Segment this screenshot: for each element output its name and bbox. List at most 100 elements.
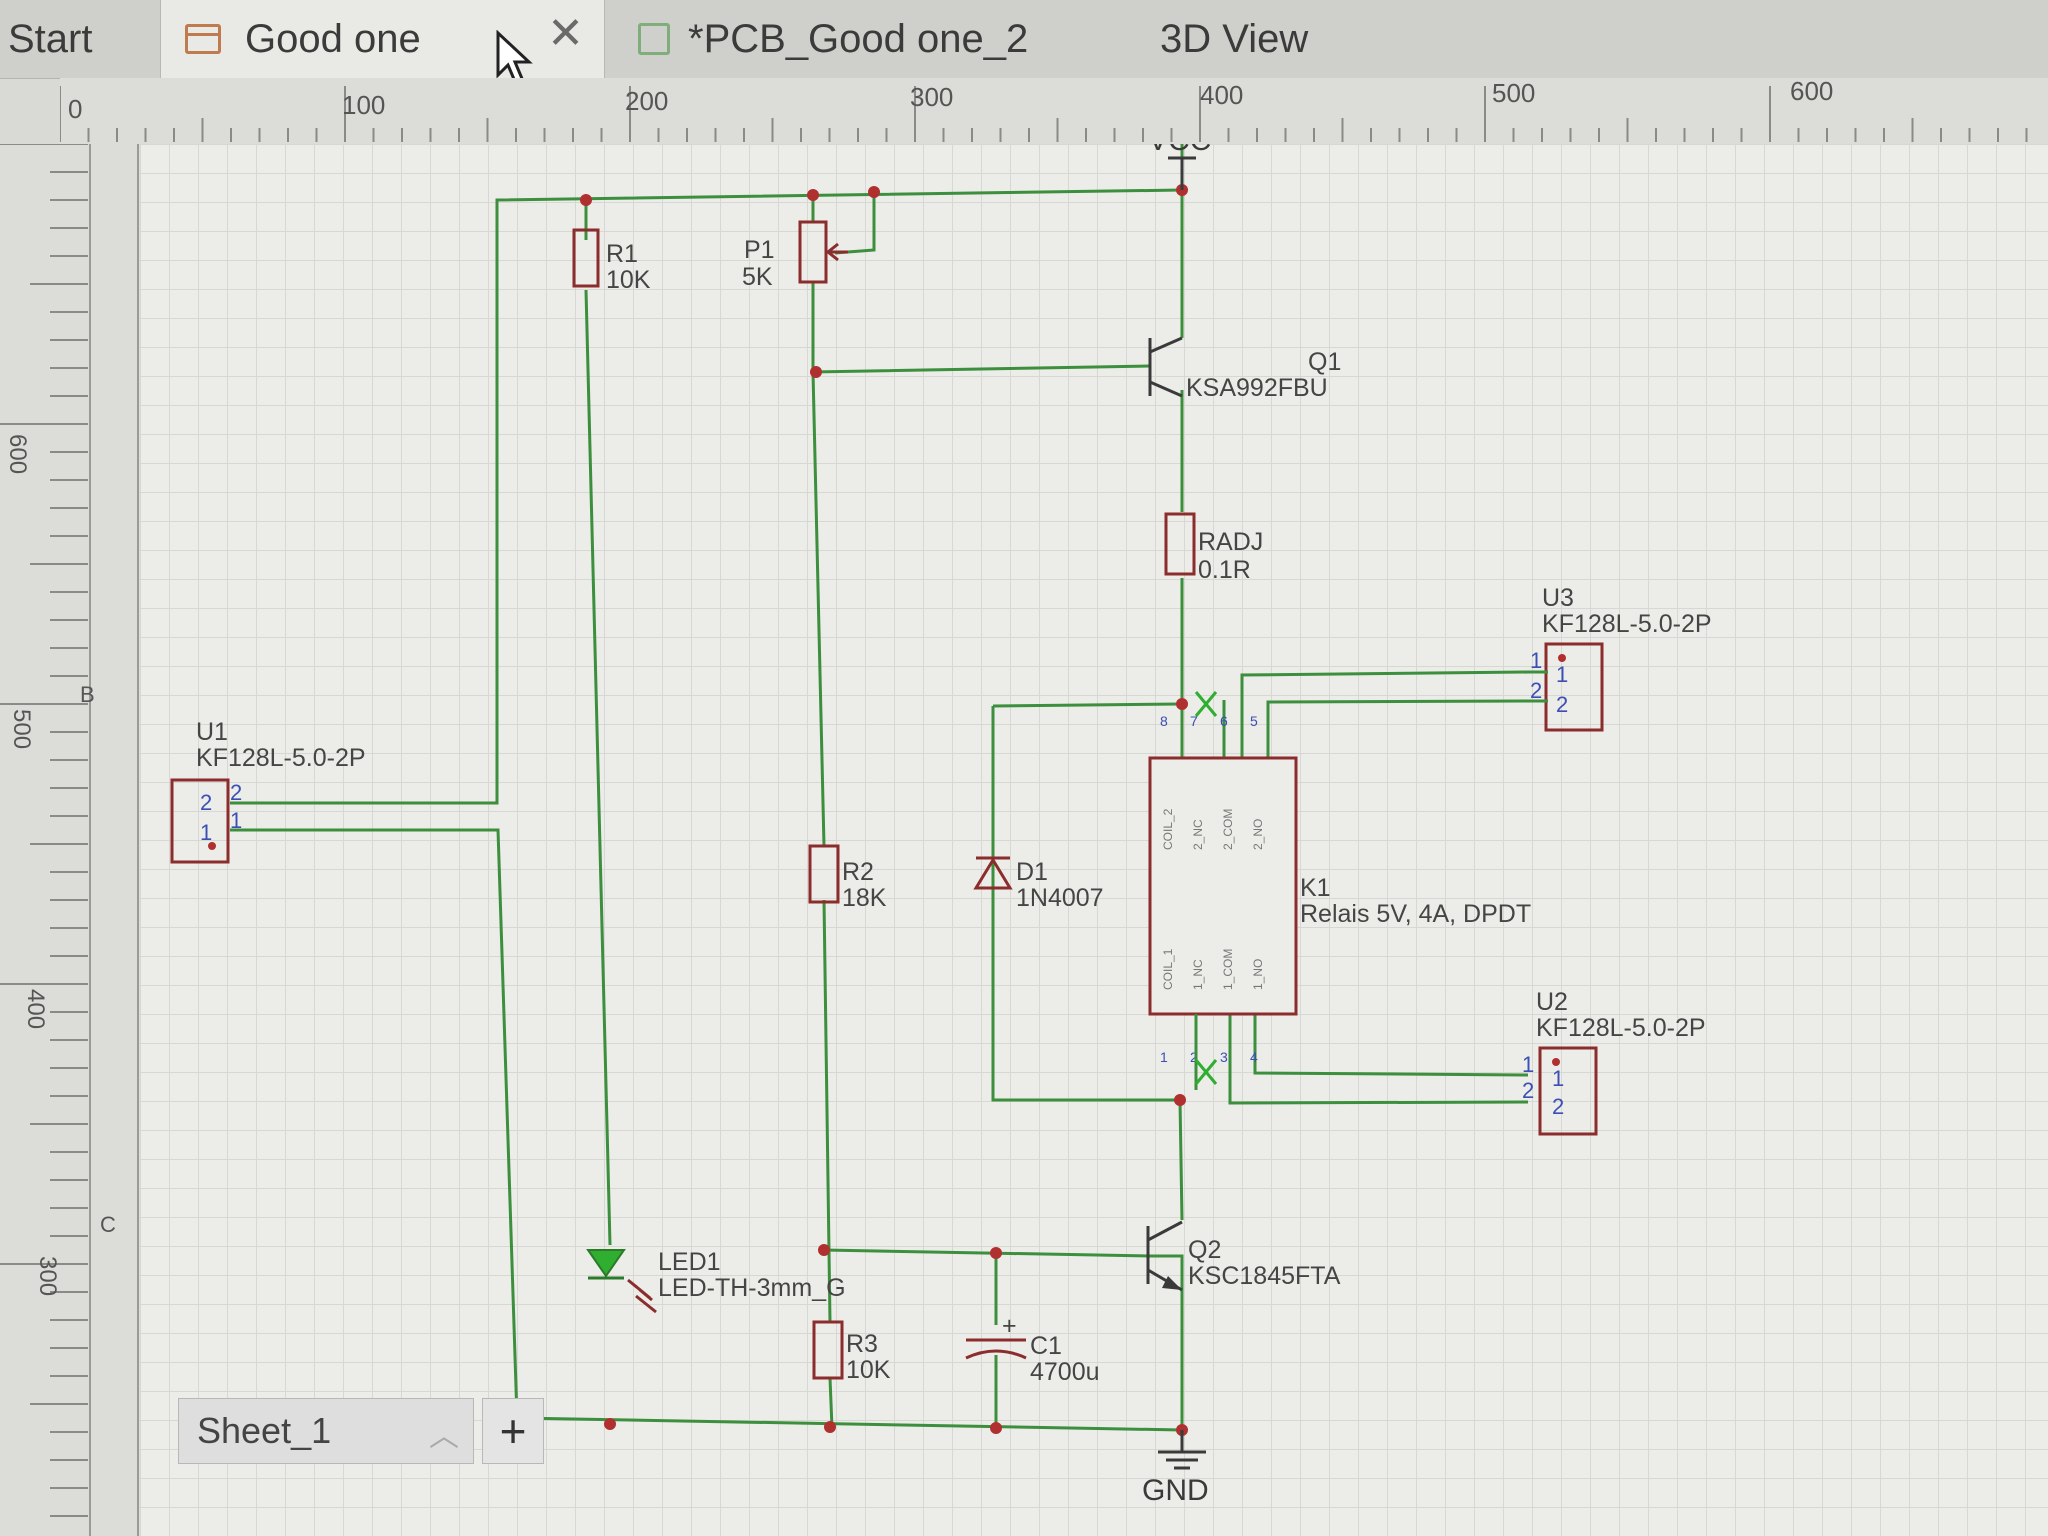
u3-pin-1-inner: 1 xyxy=(1556,662,1568,687)
relay-pin-bottom-1: 1_NC xyxy=(1191,959,1205,990)
ruler-left-label: 500 xyxy=(8,709,35,749)
u3-pin-2: 2 xyxy=(1530,678,1542,703)
u2-pin-1: 1 xyxy=(1522,1052,1534,1077)
ruler-top-labels: 0 100 200 300 400 500 600 xyxy=(68,78,1833,124)
zone-label: B xyxy=(80,682,95,707)
gnd-label: GND xyxy=(1142,1474,1209,1507)
tab-schematic[interactable]: Good one ✕ xyxy=(160,0,605,78)
connector-u1[interactable]: 2 1 2 1 U1 KF128L-5.0-2P xyxy=(170,718,366,864)
u2-pin-2-inner: 2 xyxy=(1552,1094,1564,1119)
relay-pin-bottom-2: 1_COM xyxy=(1221,949,1235,990)
relay-k1[interactable]: COIL_2 2_NC 2_COM 2_NO COIL_1 1_NC 1_COM… xyxy=(1148,691,1531,1090)
u2-pin-2: 2 xyxy=(1522,1078,1534,1103)
relay-pin-num: 5 xyxy=(1250,713,1258,729)
resistor-r1[interactable]: R1 10K xyxy=(572,228,651,294)
relay-pin-bottom-0: COIL_1 xyxy=(1161,948,1175,990)
d1-ref: D1 xyxy=(1016,858,1048,886)
u2-ref: U2 xyxy=(1536,988,1568,1016)
connector-u3[interactable]: 1 2 1 2 U3 KF128L-5.0-2P xyxy=(1530,584,1712,732)
connector-u2[interactable]: 1 2 1 2 U2 KF128L-5.0-2P xyxy=(1522,988,1706,1136)
r1-value: 10K xyxy=(606,266,651,294)
close-icon[interactable]: ✕ xyxy=(547,9,584,58)
schematic-icon xyxy=(185,24,221,54)
d1-value: 1N4007 xyxy=(1016,884,1104,912)
k1-value: Relais 5V, 4A, DPDT xyxy=(1300,900,1531,928)
ruler-top-label: 100 xyxy=(342,90,385,120)
add-sheet-button[interactable]: + xyxy=(482,1398,544,1464)
resistor-radj[interactable]: RADJ 0.1R xyxy=(1164,512,1263,584)
tab-pcb-label: *PCB_Good one_2 xyxy=(688,16,1029,61)
r3-ref: R3 xyxy=(846,1330,878,1358)
schematic-canvas[interactable]: VCC R1 10K P1 5K Q1 KSA992FBU RADJ 0.1R … xyxy=(140,144,2048,1536)
chevron-up-icon[interactable]: ︿ xyxy=(429,1420,459,1453)
potentiometer-p1[interactable]: P1 5K xyxy=(742,220,848,291)
ruler-left-label: 400 xyxy=(22,989,49,1029)
q2-ref: Q2 xyxy=(1188,1236,1221,1264)
tab-start-label: Start xyxy=(8,16,93,61)
sheet-tab-label: Sheet_1 xyxy=(197,1410,332,1451)
u1-pin-1: 1 xyxy=(230,808,242,833)
gnd-power-symbol[interactable]: GND xyxy=(1142,1430,1209,1507)
q1-value: KSA992FBU xyxy=(1186,374,1328,402)
u3-pin-2-inner: 2 xyxy=(1556,692,1568,717)
relay-pin-num: 7 xyxy=(1190,713,1198,729)
transistor-q1[interactable]: Q1 KSA992FBU xyxy=(1148,336,1341,402)
resistor-r2[interactable]: R2 18K xyxy=(808,844,887,912)
vcc-power-symbol[interactable]: VCC xyxy=(1148,144,1211,190)
u1-ref: U1 xyxy=(196,718,228,746)
u2-value: KF128L-5.0-2P xyxy=(1536,1014,1706,1042)
c1-value: 4700u xyxy=(1030,1358,1100,1386)
document-tab-bar: Start Good one ✕ *PCB_Good one_2 3D View xyxy=(0,0,2048,86)
plus-icon: + xyxy=(499,1405,527,1457)
diode-d1[interactable]: D1 1N4007 xyxy=(973,856,1104,912)
ruler-top-label: 0 xyxy=(68,94,82,124)
zone-label: C xyxy=(100,1212,116,1237)
ruler-top-label: 600 xyxy=(1790,78,1833,106)
ruler-vertical: 600 500 400 300 B C xyxy=(0,144,140,1536)
relay-pin-num: 6 xyxy=(1220,713,1228,729)
u3-value: KF128L-5.0-2P xyxy=(1542,610,1712,638)
ruler-horizontal: 0 100 200 300 400 500 600 xyxy=(60,78,2048,146)
u3-pin-1: 1 xyxy=(1530,648,1542,673)
u3-ref: U3 xyxy=(1542,584,1574,612)
p1-value: 5K xyxy=(742,263,773,291)
vcc-label: VCC xyxy=(1148,144,1211,157)
r3-value: 10K xyxy=(846,1356,891,1384)
transistor-q2[interactable]: Q2 KSC1845FTA xyxy=(1146,1220,1341,1292)
c1-ref: C1 xyxy=(1030,1332,1062,1360)
ruler-top-label: 200 xyxy=(625,86,668,116)
no-connect-markers xyxy=(1194,691,1218,1085)
junctions xyxy=(580,184,1188,1436)
u1-pin-2-inner: 2 xyxy=(200,790,212,815)
resistor-r3[interactable]: R3 10K xyxy=(812,1320,891,1384)
tab-start[interactable]: Start xyxy=(0,0,160,78)
led-led1[interactable]: LED1 LED-TH-3mm_G xyxy=(586,1248,846,1314)
tab-3d-view[interactable]: 3D View xyxy=(1080,0,1540,78)
relay-pin-bottom-3: 1_NO xyxy=(1251,959,1265,990)
radj-value: 0.1R xyxy=(1198,556,1251,584)
q2-value: KSC1845FTA xyxy=(1188,1262,1341,1290)
relay-pin-top-2: 2_COM xyxy=(1221,809,1235,850)
tab-schematic-label: Good one xyxy=(245,16,421,61)
capacitor-c1[interactable]: + C1 4700u xyxy=(965,1312,1100,1386)
wires xyxy=(230,144,1533,1432)
ruler-top-label: 400 xyxy=(1200,80,1243,110)
led1-value: LED-TH-3mm_G xyxy=(658,1274,846,1302)
schematic-drawing: VCC R1 10K P1 5K Q1 KSA992FBU RADJ 0.1R … xyxy=(170,144,1712,1507)
relay-pin-num: 3 xyxy=(1220,1049,1228,1065)
ruler-top-label: 500 xyxy=(1492,78,1535,108)
sheet-tab[interactable]: Sheet_1 ︿ xyxy=(178,1398,474,1464)
relay-pin-top-3: 2_NO xyxy=(1251,819,1265,850)
led1-ref: LED1 xyxy=(658,1248,721,1276)
ruler-left-label: 600 xyxy=(4,434,31,474)
tab-pcb[interactable]: *PCB_Good one_2 xyxy=(620,0,1070,78)
ruler-horizontal-ticks: 0 100 200 300 400 500 600 xyxy=(60,78,2028,142)
u1-pin-1-inner: 1 xyxy=(200,820,212,845)
pcb-icon xyxy=(638,23,670,55)
relay-pin-top-1: 2_NC xyxy=(1191,819,1205,850)
relay-pin-num: 1 xyxy=(1160,1049,1168,1065)
u1-value: KF128L-5.0-2P xyxy=(196,744,366,772)
relay-pin-num: 8 xyxy=(1160,713,1168,729)
radj-ref: RADJ xyxy=(1198,528,1263,556)
ruler-left-label: 300 xyxy=(34,1256,61,1296)
